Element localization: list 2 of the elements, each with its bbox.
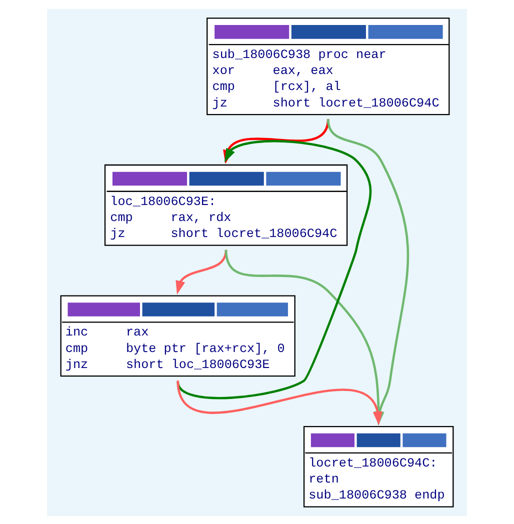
arrow [176, 249, 228, 294]
arrow [176, 140, 372, 399]
